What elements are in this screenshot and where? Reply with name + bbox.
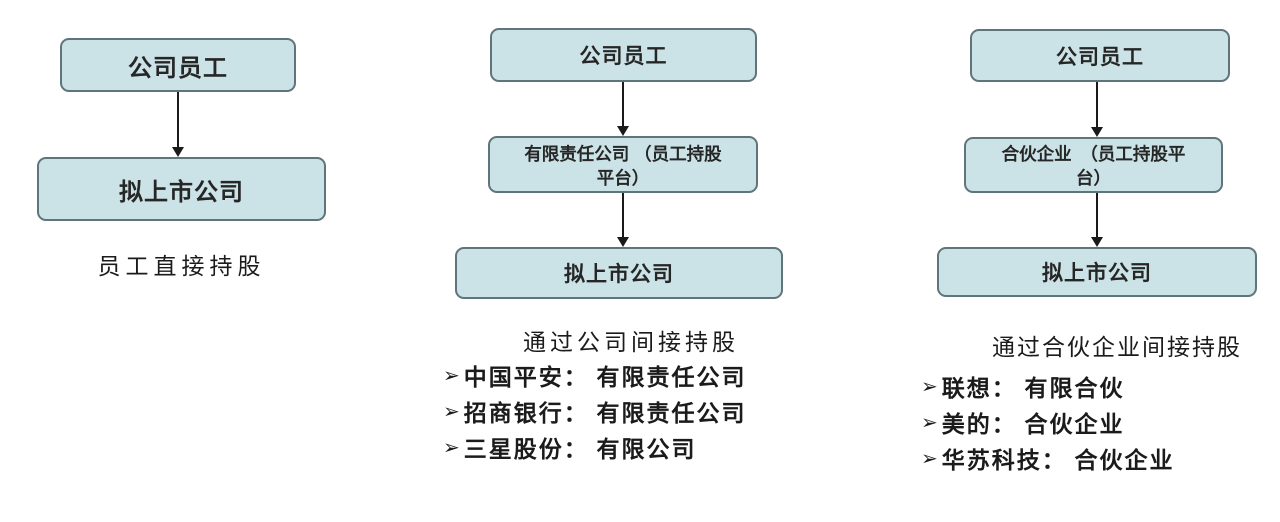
list-item: ➢ 中国平安： 有限责任公司 <box>443 357 747 393</box>
arrow-head <box>617 237 629 247</box>
list-item: ➢ 联想： 有限合伙 <box>921 368 1175 404</box>
arrow-shaft <box>1096 82 1098 127</box>
arrow-bullet-icon: ➢ <box>443 399 462 423</box>
arrow-down-icon <box>172 92 184 157</box>
arrow-bullet-icon: ➢ <box>921 446 940 470</box>
list-item: ➢ 三星股份： 有限公司 <box>443 429 747 465</box>
node-partnership-platform: 合伙企业 （员工持股平台） <box>964 137 1223 193</box>
list-item-text: 中国平安： 有限责任公司 <box>463 365 747 390</box>
node-pre-ipo-company: 拟上市公司 <box>37 157 326 221</box>
list-item-text: 招商银行： 有限责任公司 <box>463 401 747 426</box>
arrow-bullet-icon: ➢ <box>921 374 940 398</box>
caption-indirect-via-company: 通过公司间接持股 <box>523 330 739 355</box>
node-company-employees: 公司员工 <box>970 29 1230 82</box>
arrow-down-icon <box>617 82 629 136</box>
arrow-shaft <box>622 193 624 237</box>
arrow-head <box>1091 127 1103 137</box>
list-item: ➢ 招商银行： 有限责任公司 <box>443 393 747 429</box>
arrow-shaft <box>177 92 179 147</box>
arrow-down-icon <box>1091 193 1103 247</box>
caption-indirect-via-partnership: 通过合伙企业间接持股 <box>992 335 1242 360</box>
list-item-text: 美的： 合伙企业 <box>941 412 1125 437</box>
arrow-head <box>617 126 629 136</box>
arrow-bullet-icon: ➢ <box>443 363 462 387</box>
arrow-head <box>1091 237 1103 247</box>
arrow-bullet-icon: ➢ <box>443 435 462 459</box>
node-pre-ipo-company: 拟上市公司 <box>455 247 783 299</box>
node-company-employees: 公司员工 <box>60 38 296 92</box>
caption-direct-holding: 员工直接持股 <box>97 254 266 279</box>
list-item: ➢ 华苏科技： 合伙企业 <box>921 440 1175 476</box>
list-item-text: 华苏科技： 合伙企业 <box>941 448 1175 473</box>
partnership-examples-list: ➢ 联想： 有限合伙 ➢ 美的： 合伙企业 ➢ 华苏科技： 合伙企业 <box>921 368 1175 476</box>
arrow-bullet-icon: ➢ <box>921 410 940 434</box>
company-examples-list: ➢ 中国平安： 有限责任公司 ➢ 招商银行： 有限责任公司 ➢ 三星股份： 有限… <box>443 357 747 465</box>
node-company-employees: 公司员工 <box>490 28 757 82</box>
arrow-head <box>172 147 184 157</box>
arrow-down-icon <box>617 193 629 247</box>
list-item: ➢ 美的： 合伙企业 <box>921 404 1175 440</box>
list-item-text: 联想： 有限合伙 <box>941 376 1125 401</box>
node-llc-platform: 有限责任公司 （员工持股平台） <box>488 136 758 193</box>
list-item-text: 三星股份： 有限公司 <box>463 437 697 462</box>
node-pre-ipo-company: 拟上市公司 <box>937 247 1257 297</box>
arrow-shaft <box>1096 193 1098 237</box>
arrow-shaft <box>622 82 624 126</box>
arrow-down-icon <box>1091 82 1103 137</box>
